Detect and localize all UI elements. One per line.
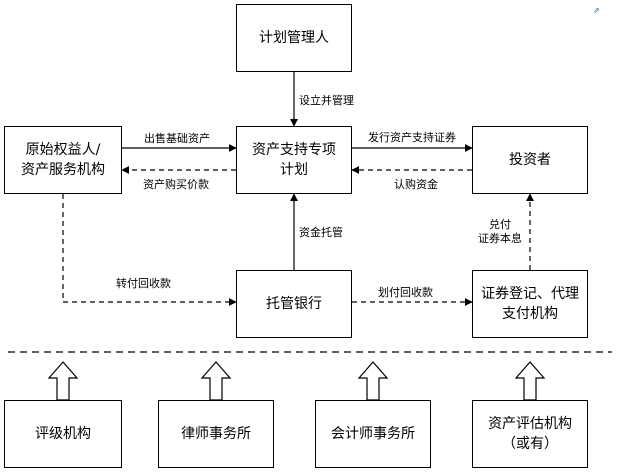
registrar-label-line2: 支付机构 xyxy=(502,306,558,322)
plan-manager-box: 计划管理人 xyxy=(236,4,352,72)
rating-agency-label: 评级机构 xyxy=(35,426,91,442)
originator-label-line2: 资产服务机构 xyxy=(21,162,105,178)
registrar-box: 证券登记、代理 支付机构 xyxy=(472,270,588,338)
corner-link-icon: ⇗ xyxy=(593,6,600,15)
block-arrow-appraisal xyxy=(514,361,546,401)
block-arrow-law xyxy=(200,361,232,401)
rating-agency-box: 评级机构 xyxy=(4,400,122,468)
block-arrow-accounting xyxy=(357,361,389,401)
block-arrow-rating xyxy=(47,361,79,401)
edge-label-allocate-collection: 划付回收款 xyxy=(378,286,433,299)
edge-label-establish: 设立并管理 xyxy=(299,94,354,107)
arrow-originator-to-custodian xyxy=(62,194,237,306)
custodian-box: 托管银行 xyxy=(236,270,352,338)
edge-label-fund-custody: 资金托管 xyxy=(299,226,343,239)
appraisal-agency-label-line2: （或有） xyxy=(502,436,558,452)
edge-label-redeem-line2: 证券本息 xyxy=(478,232,522,245)
law-firm-box: 律师事务所 xyxy=(158,400,274,468)
edge-label-purchase-price: 资产购买价款 xyxy=(143,178,209,191)
registrar-label-line1: 证券登记、代理 xyxy=(481,286,579,302)
custodian-label: 托管银行 xyxy=(266,296,322,312)
accounting-firm-label: 会计师事务所 xyxy=(331,426,415,442)
originator-box: 原始权益人/ 资产服务机构 xyxy=(4,126,122,194)
spv-label-line1: 资产支持专项 xyxy=(252,142,336,158)
investor-box: 投资者 xyxy=(472,126,588,194)
investor-label: 投资者 xyxy=(509,152,551,168)
edge-label-redeem-line1: 兑付 xyxy=(489,218,511,231)
edge-label-transfer-collection: 转付回收款 xyxy=(116,277,171,290)
law-firm-label: 律师事务所 xyxy=(181,426,251,442)
edge-label-issue-securities: 发行资产支持证券 xyxy=(368,131,456,144)
accounting-firm-box: 会计师事务所 xyxy=(315,400,431,468)
originator-label-line1: 原始权益人/ xyxy=(25,142,101,158)
edge-label-sell-assets: 出售基础资产 xyxy=(144,132,210,145)
edge-label-subscribe-funds: 认购资金 xyxy=(394,178,438,191)
spv-label-line2: 计划 xyxy=(280,162,308,178)
edge-label-redeem: 兑付 证券本息 xyxy=(478,218,522,246)
plan-manager-label: 计划管理人 xyxy=(259,30,329,46)
appraisal-agency-label-line1: 资产评估机构 xyxy=(488,416,572,432)
spv-box: 资产支持专项 计划 xyxy=(236,126,352,194)
appraisal-agency-box: 资产评估机构 （或有） xyxy=(472,400,588,468)
